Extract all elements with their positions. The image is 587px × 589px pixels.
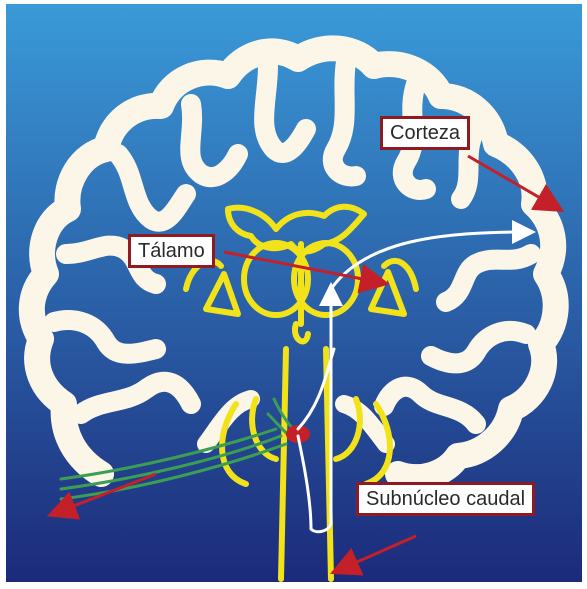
diagram-panel: Corteza Tálamo Subnúcleo caudal — [6, 4, 582, 582]
label-talamo-text: Tálamo — [138, 240, 205, 262]
label-corteza: Corteza — [380, 116, 470, 150]
label-subnucleo-caudal: Subnúcleo caudal — [356, 482, 535, 516]
label-subnucleo-text: Subnúcleo caudal — [366, 488, 525, 510]
label-talamo: Tálamo — [128, 234, 215, 268]
label-corteza-text: Corteza — [390, 122, 460, 144]
